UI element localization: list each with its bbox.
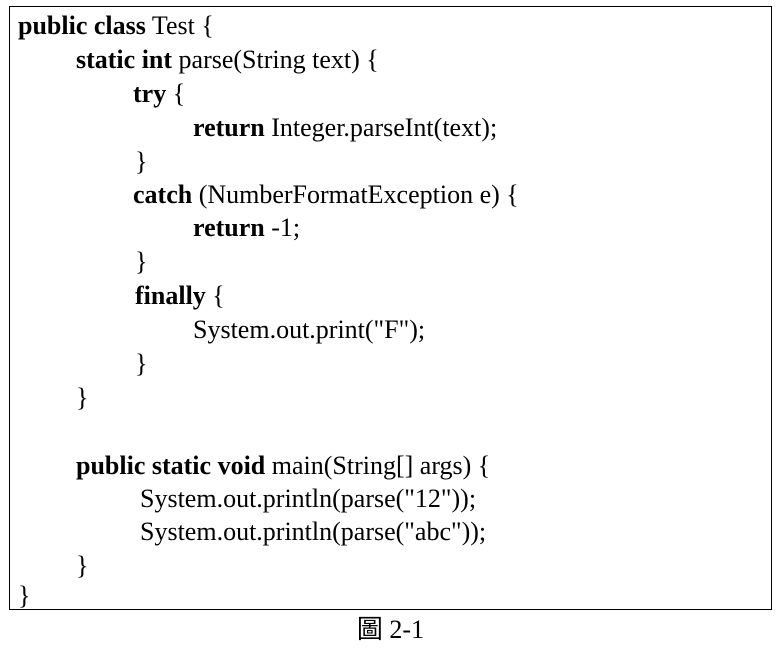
code-line: finally { <box>135 281 225 310</box>
code-line: return -1; <box>193 213 301 242</box>
code-line: System.out.println(parse("12")); <box>140 484 477 513</box>
figure-caption: 圖 2-1 <box>356 615 425 644</box>
code-listing-box: public class Test { static int parse(Str… <box>9 6 772 610</box>
code-line: } <box>76 383 89 412</box>
code-line: System.out.println(parse("abc")); <box>140 517 487 546</box>
code-line: catch (NumberFormatException e) { <box>133 180 519 209</box>
code-line: } <box>18 581 31 610</box>
code-line: public static void main(String[] args) { <box>76 451 491 480</box>
code-line: } <box>76 551 89 580</box>
code-line: } <box>135 349 148 378</box>
code-line: System.out.print("F"); <box>193 315 426 344</box>
code-line: } <box>135 147 148 176</box>
code-line: public class Test { <box>18 11 214 40</box>
code-line: static int parse(String text) { <box>76 45 379 74</box>
code-line: try { <box>133 79 186 108</box>
code-line: } <box>135 247 148 276</box>
code-line: return Integer.parseInt(text); <box>193 113 498 142</box>
